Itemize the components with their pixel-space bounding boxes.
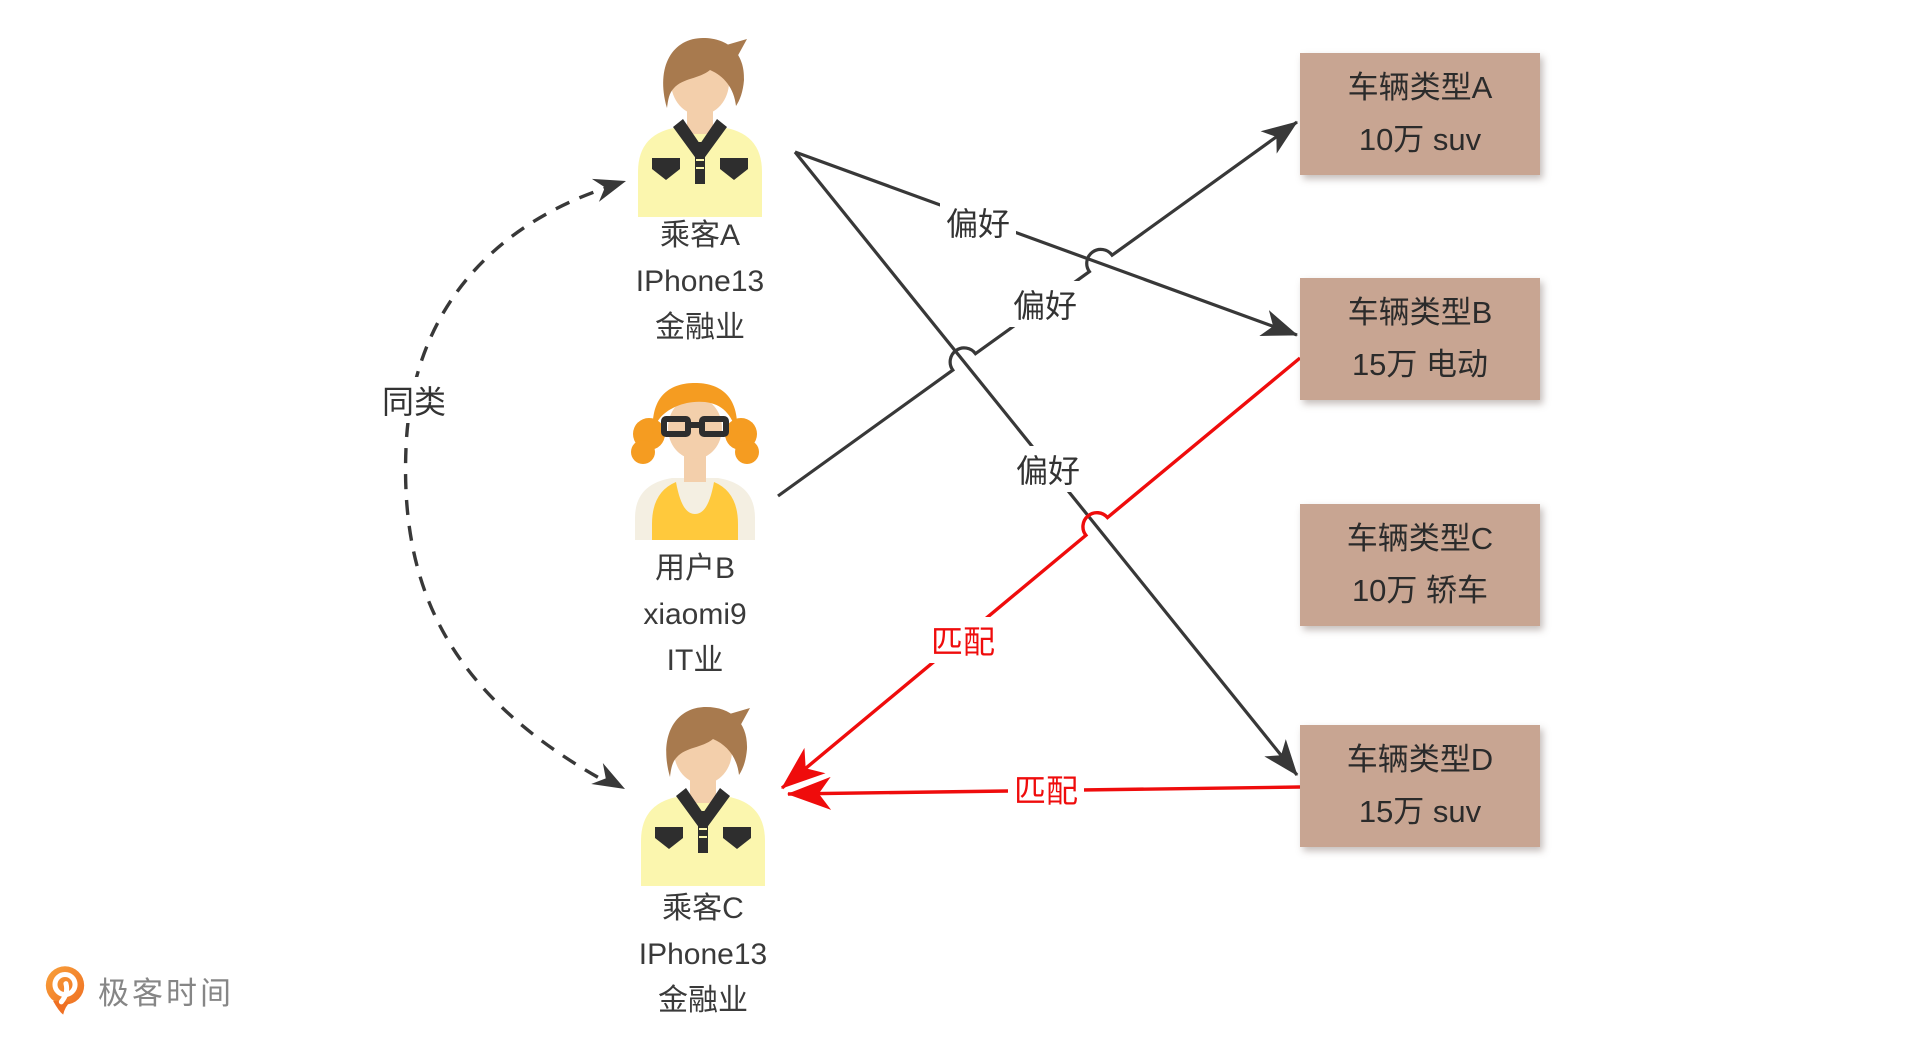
passenger-a-labels: 乘客A IPhone13 金融业: [570, 213, 830, 351]
vehicle-a-subtitle: 10万 suv: [1358, 122, 1482, 157]
passenger-a-device: IPhone13: [635, 265, 765, 298]
passenger-c-name: 乘客C: [662, 892, 744, 925]
vehicle-c-title: 车辆类型C: [1346, 521, 1494, 556]
vehicle-box-b: 车辆类型B 15万 电动: [1300, 278, 1540, 400]
edge-label-preference-a-b: 偏好: [939, 199, 1017, 245]
passenger-c-labels: 乘客C IPhone13 金融业: [573, 886, 833, 1024]
passenger-c-industry: 金融业: [658, 984, 748, 1017]
curve-arrowhead-top: [591, 178, 626, 202]
passenger-c-avatar: [641, 707, 765, 886]
vehicle-d-subtitle: 15万 suv: [1358, 794, 1482, 829]
user-b-device: xiaomi9: [643, 598, 747, 631]
user-b-avatar: [631, 383, 759, 540]
vehicle-c-subtitle: 10万 轿车: [1351, 573, 1489, 608]
edge-label-same-type: 同类: [375, 377, 453, 423]
edge-label-preference-b-a: 偏好: [1006, 281, 1084, 327]
vehicle-d-title: 车辆类型D: [1346, 742, 1494, 777]
vehicle-a-title: 车辆类型A: [1347, 70, 1493, 105]
passenger-a-avatar: [638, 38, 762, 217]
geektime-logo-text: 极客时间: [98, 975, 234, 1011]
vehicle-box-a: 车辆类型A 10万 suv: [1300, 53, 1540, 175]
edge-passengerA-passengerC-curve: [403, 182, 619, 786]
user-b-industry: IT业: [666, 644, 724, 677]
edge-label-match-b-c: 匹配: [924, 617, 1002, 663]
passenger-a-name: 乘客A: [659, 219, 740, 252]
edge-label-preference-a-d: 偏好: [1009, 446, 1087, 492]
geektime-logo: 极客时间: [44, 964, 234, 1016]
passenger-a-industry: 金融业: [655, 311, 745, 344]
edge-vehicleB-passengerC: [780, 356, 1302, 790]
edge-passengerA-vehicleB: [794, 150, 1298, 337]
edge-label-match-d-c: 匹配: [1007, 766, 1085, 812]
glasses-icon: [661, 416, 729, 437]
geektime-logo-icon: [45, 966, 85, 1015]
passenger-c-device: IPhone13: [638, 938, 768, 971]
user-b-labels: 用户B xiaomi9 IT业: [565, 546, 825, 684]
vehicle-box-d: 车辆类型D 15万 suv: [1300, 725, 1540, 847]
vehicle-box-c: 车辆类型C 10万 轿车: [1300, 504, 1540, 626]
vehicle-b-title: 车辆类型B: [1347, 295, 1493, 330]
vehicle-b-subtitle: 15万 电动: [1351, 347, 1489, 382]
user-b-name: 用户B: [654, 552, 735, 585]
curve-arrowhead-bottom: [591, 762, 625, 789]
